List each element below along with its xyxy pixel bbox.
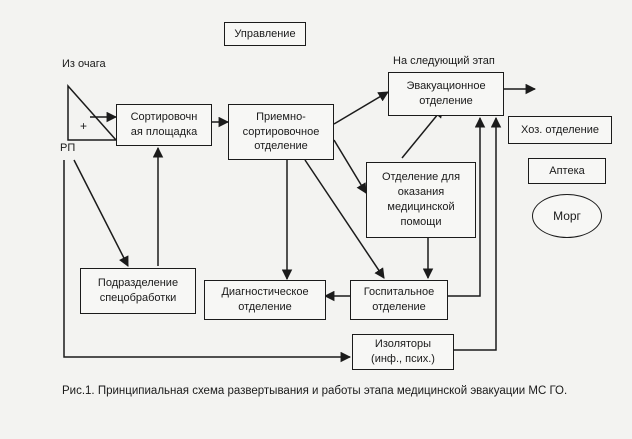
edge-gosp-to-evak xyxy=(448,116,486,297)
label-plus: + xyxy=(80,119,88,133)
rp-triangle xyxy=(67,84,118,141)
figure-caption: Рис.1. Принципиальная схема развертывани… xyxy=(62,385,568,397)
edge-priem-to-gosp xyxy=(304,159,385,279)
node-priemno: Приемно- сортировочное отделение xyxy=(228,104,334,160)
edge-priem-to-okaz xyxy=(333,139,367,194)
node-gospitalnoe: Госпитальное отделение xyxy=(350,280,448,320)
node-podrazdelenie: Подразделение спецобработки xyxy=(80,268,196,314)
node-okazanie: Отделение для оказания медицинской помощ… xyxy=(366,162,476,238)
node-hoz: Хоз. отделение xyxy=(508,116,612,144)
node-morg: Морг xyxy=(532,194,602,238)
node-upravlenie: Управление xyxy=(224,22,306,46)
edge-okaz-to-evak xyxy=(401,107,444,159)
node-apteka: Аптека xyxy=(528,158,606,184)
edge-rp-to-podr xyxy=(73,159,129,267)
label-na-sleduyushchiy-etap: На следующий этап xyxy=(393,55,495,67)
edge-izol-to-evak xyxy=(454,116,502,351)
node-diagnosticheskoe: Диагностическое отделение xyxy=(204,280,326,320)
edge-priem-to-evak xyxy=(333,91,389,125)
node-izolyatory: Изоляторы (инф., псих.) xyxy=(352,334,454,370)
edge-rp-to-izol xyxy=(63,160,352,363)
label-iz-ochaga: Из очага xyxy=(62,58,106,70)
node-evakuacionnoe: Эвакуационное отделение xyxy=(388,72,504,116)
node-sortirovochnaya: Сортировочн ая площадка xyxy=(116,104,212,146)
label-rp: РП xyxy=(60,142,76,154)
